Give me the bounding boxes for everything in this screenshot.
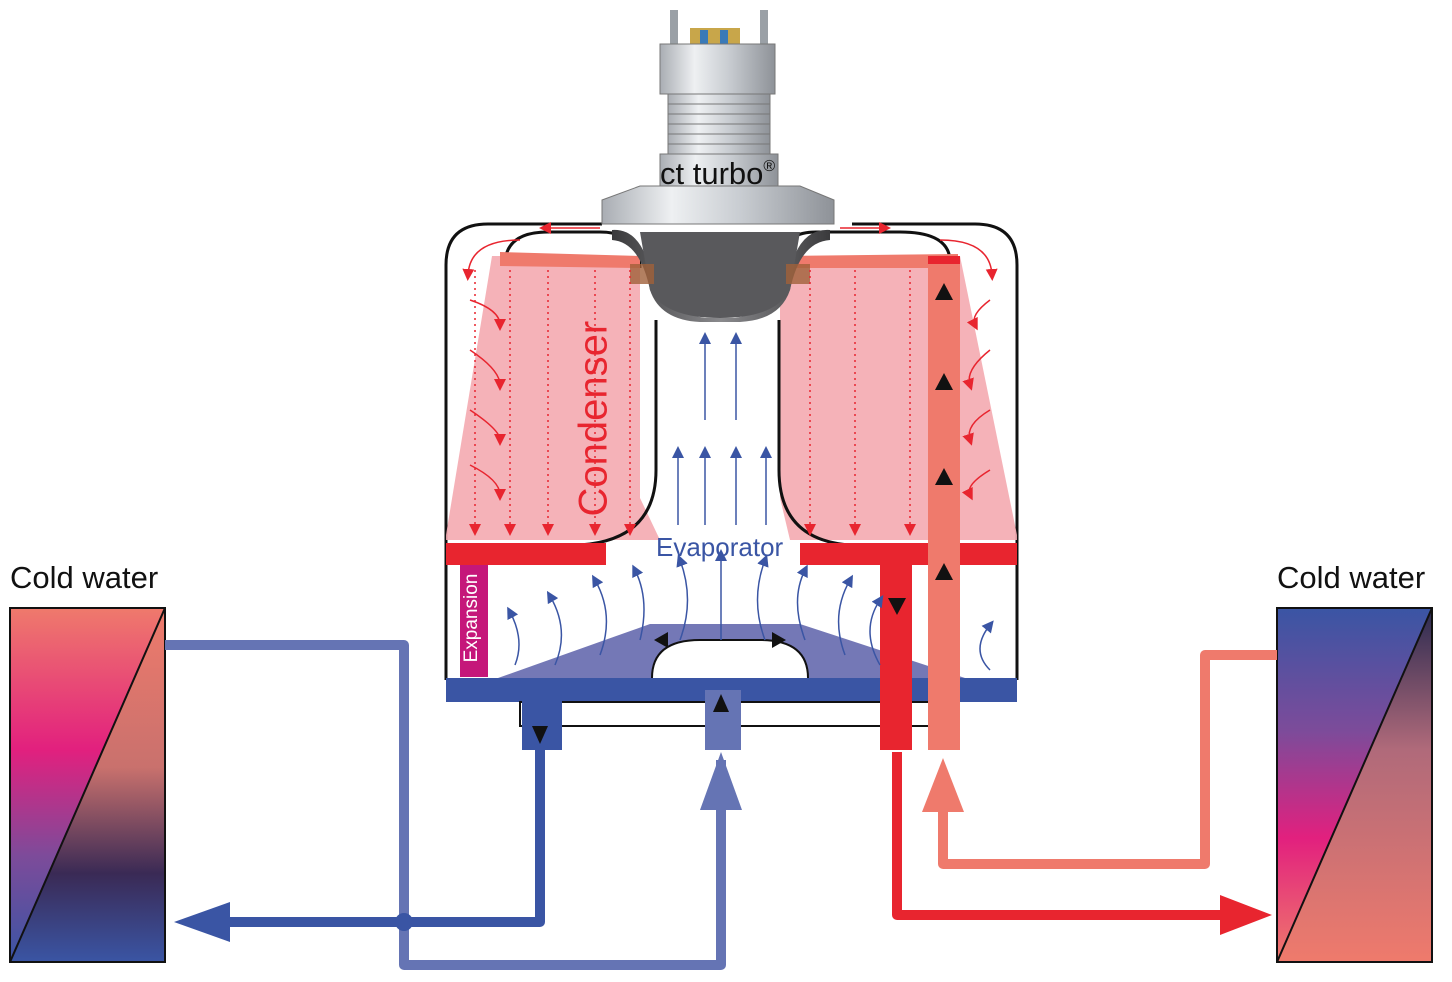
- impeller-icon: [612, 229, 830, 322]
- condensate-flow-arrows: [469, 270, 916, 536]
- cold-water-label-left: Cold water: [10, 560, 159, 595]
- water-flow-arrows: [532, 283, 953, 744]
- left-heat-exchanger: [9, 607, 166, 963]
- condenser-label: Condenser: [571, 320, 616, 517]
- cold-water-piping: [165, 640, 742, 970]
- cold-water-label-right: Cold water: [1277, 560, 1426, 595]
- hot-water-piping: [892, 650, 1277, 935]
- registered-mark: ®: [763, 158, 776, 175]
- compressor-name: ct turbo: [660, 156, 764, 191]
- compressor-label: ct turbo®: [660, 156, 775, 192]
- expansion-label: Expansion: [461, 573, 482, 663]
- vapor-flow-arrows: [507, 332, 994, 671]
- evaporator-label: Evaporator: [656, 532, 784, 562]
- compressor-icon: [601, 10, 835, 225]
- hot-gas-flow-arrows: [462, 222, 998, 501]
- chiller-vessel: [444, 222, 1019, 750]
- right-heat-exchanger: [1276, 607, 1433, 963]
